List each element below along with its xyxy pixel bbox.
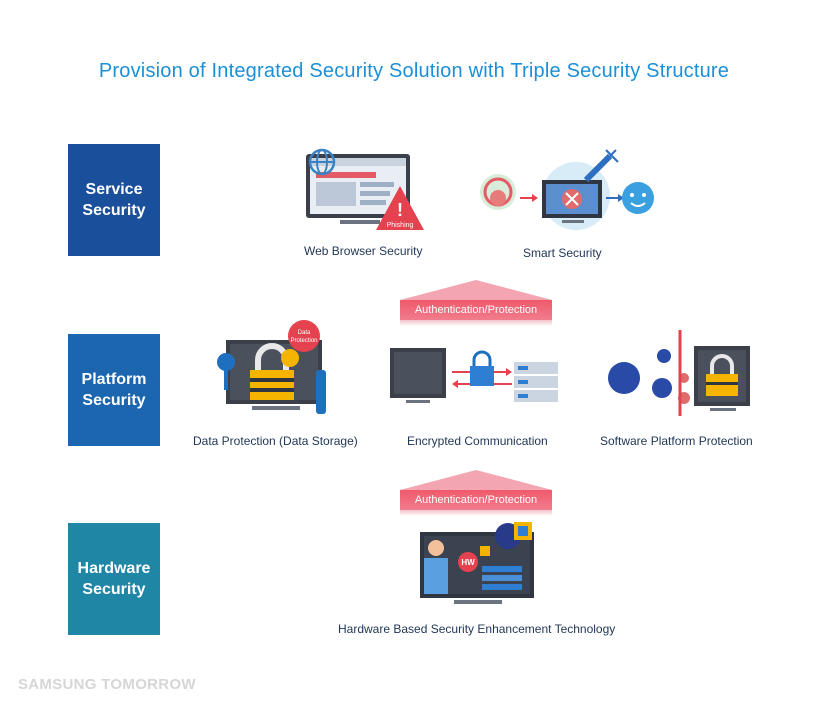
samsung-tomorrow-watermark: SAMSUNG TOMORROW	[18, 676, 196, 693]
page-title: Provision of Integrated Security Solutio…	[98, 60, 730, 82]
data-protection-caption: Data Protection (Data Storage)	[193, 434, 358, 448]
tier-label-line1: Hardware	[77, 560, 151, 577]
padlock-icon	[470, 350, 494, 386]
data-protection-badge	[288, 320, 320, 352]
tier-label-line2: Security	[82, 392, 146, 409]
usb-drive-icon	[316, 370, 326, 414]
warning-icon	[376, 186, 424, 230]
server-icon	[514, 362, 558, 402]
svg-text:HW: HW	[461, 558, 475, 567]
tier-label-line2: Security	[82, 581, 146, 598]
web-browser-illustration: ! Phishing	[306, 148, 424, 230]
person-icon	[428, 540, 444, 556]
software-platform-protection-illustration	[608, 330, 750, 416]
infected-face-icon	[490, 190, 506, 206]
web-browser-security-caption: Web Browser Security	[304, 244, 423, 258]
data-protection-illustration: Data Protection	[217, 320, 326, 414]
svg-text:Data: Data	[298, 330, 311, 336]
tier-label-line1: Platform	[81, 371, 147, 388]
tier-service-security: Service Security	[68, 144, 160, 256]
key-icon	[217, 353, 235, 371]
encrypted-communication-caption: Encrypted Communication	[407, 434, 548, 448]
tier-label-line1: Service	[85, 181, 143, 198]
svg-text:!: !	[397, 200, 403, 220]
tier-label-line2: Security	[82, 202, 146, 219]
tier-hardware-security: Hardware Security	[68, 523, 160, 635]
smart-security-caption: Smart Security	[523, 246, 602, 260]
syringe-icon	[583, 149, 619, 183]
tier-platform-security: Platform Security	[68, 334, 160, 446]
hardware-security-illustration: HW	[420, 522, 534, 604]
software-platform-protection-caption: Software Platform Protection	[600, 434, 753, 448]
hardware-security-caption: Hardware Based Security Enhancement Tech…	[338, 622, 616, 636]
authentication-protection-label: Authentication/Protection	[400, 300, 552, 320]
encrypted-communication-illustration	[390, 348, 558, 403]
smart-security-illustration	[480, 149, 654, 230]
svg-text:Protection: Protection	[290, 338, 317, 344]
healthy-face-icon	[622, 182, 654, 214]
svg-text:Phishing: Phishing	[387, 222, 414, 229]
padlock-icon	[706, 354, 738, 396]
malware-icon	[608, 362, 640, 394]
authentication-protection-label: Authentication/Protection	[400, 490, 552, 510]
padlock-icon	[250, 343, 294, 400]
hw-badge	[458, 552, 478, 572]
